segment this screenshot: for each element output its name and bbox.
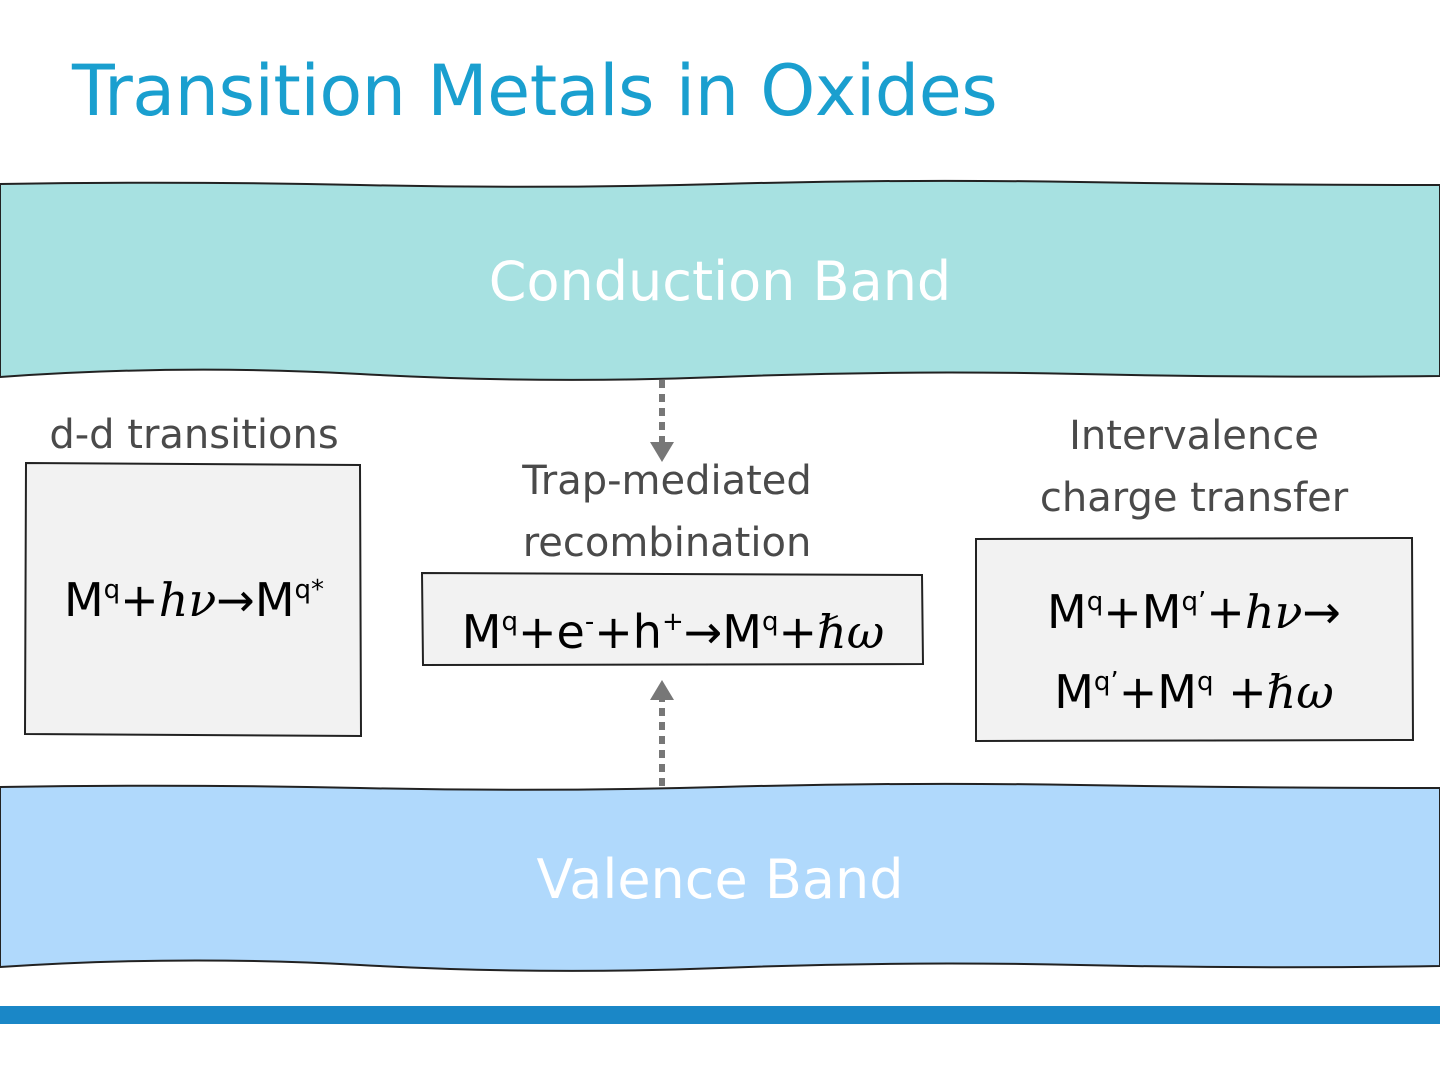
eq-term: h bbox=[632, 605, 662, 659]
trap-label-line2: recombination bbox=[522, 520, 812, 566]
eq-operator: + bbox=[518, 605, 557, 659]
eq-term: M bbox=[461, 605, 502, 659]
eq-term: ℏω bbox=[817, 605, 885, 659]
ivct-equation-line1: Mq+Mq’+hν→ bbox=[976, 562, 1412, 652]
eq-superscript: q bbox=[103, 575, 121, 605]
ivct-label-line1: Intervalence bbox=[1069, 413, 1319, 459]
dashed-up-arrow-icon bbox=[650, 680, 674, 786]
eq-superscript: - bbox=[584, 607, 595, 637]
eq-superscript: q bbox=[762, 607, 779, 637]
dashed-down-arrow-icon bbox=[650, 380, 674, 462]
ivct-equation-box bbox=[975, 536, 1415, 743]
eq-superscript: q bbox=[1086, 587, 1104, 617]
eq-operator: + bbox=[120, 573, 159, 627]
ivct-equation-line2: Mq’+Mq +ℏω bbox=[976, 642, 1412, 732]
eq-superscript: q’ bbox=[1093, 667, 1119, 697]
eq-term: ℏω bbox=[1266, 665, 1334, 719]
trap-label-line1: Trap-mediated bbox=[522, 458, 812, 504]
eq-term: M bbox=[722, 605, 762, 659]
trap-label: Trap-mediated recombination bbox=[422, 450, 912, 574]
conduction-band bbox=[0, 179, 1440, 381]
eq-term: hν bbox=[1244, 585, 1303, 639]
trap-equation-box bbox=[420, 571, 925, 667]
eq-operator: + bbox=[594, 605, 633, 659]
eq-term: M bbox=[1141, 585, 1182, 639]
eq-operator: + bbox=[778, 605, 818, 659]
trap-equation: Mq+e-+h+→Mq+ℏω bbox=[422, 582, 924, 672]
dd-transitions-label: d-d transitions bbox=[49, 412, 339, 458]
eq-term: M bbox=[254, 573, 295, 627]
slide-title: Transition Metals in Oxides bbox=[72, 50, 998, 132]
eq-operator: + bbox=[1118, 665, 1158, 719]
eq-term: M bbox=[63, 573, 104, 627]
eq-operator: + bbox=[1206, 585, 1245, 639]
eq-operator: + bbox=[1213, 665, 1267, 719]
eq-superscript: + bbox=[661, 607, 684, 637]
eq-superscript: q bbox=[501, 607, 518, 637]
ivct-label: Intervalence charge transfer bbox=[976, 405, 1412, 529]
eq-superscript: q’ bbox=[1181, 587, 1207, 617]
valence-band-label: Valence Band bbox=[536, 848, 904, 911]
eq-term: e bbox=[556, 605, 585, 659]
eq-superscript: q bbox=[1196, 667, 1214, 697]
eq-arrow: → bbox=[216, 573, 255, 627]
eq-term: hν bbox=[158, 573, 217, 627]
eq-operator: + bbox=[1103, 585, 1142, 639]
conduction-band-label: Conduction Band bbox=[488, 250, 952, 313]
eq-term: M bbox=[1054, 665, 1094, 719]
eq-term: M bbox=[1047, 585, 1087, 639]
eq-superscript: q* bbox=[294, 575, 325, 605]
eq-term: M bbox=[1157, 665, 1197, 719]
ivct-label-line2: charge transfer bbox=[1039, 475, 1349, 521]
footer-bar bbox=[0, 1006, 1440, 1024]
eq-arrow: → bbox=[683, 605, 723, 659]
eq-arrow: → bbox=[1302, 585, 1341, 639]
dd-equation: Mq+hν→Mq* bbox=[26, 550, 362, 640]
dd-equation-box bbox=[23, 461, 363, 738]
valence-band bbox=[0, 782, 1440, 972]
